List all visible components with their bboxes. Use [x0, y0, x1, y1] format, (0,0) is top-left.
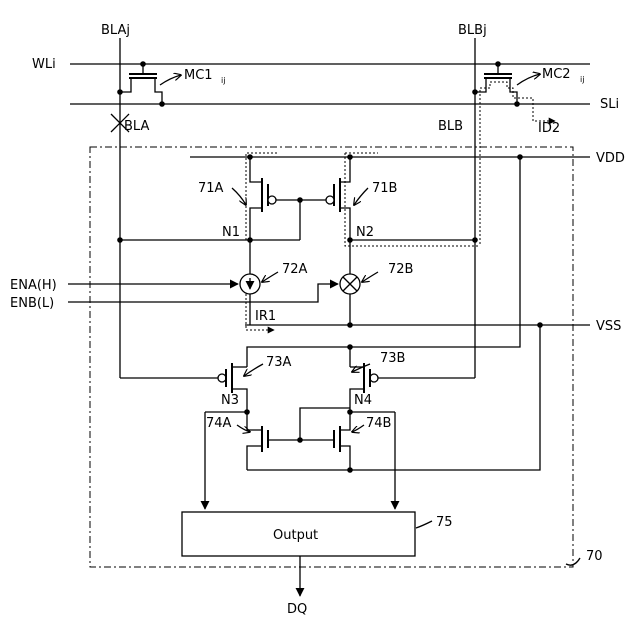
ir1-label: IR1	[255, 309, 276, 324]
memory-array	[70, 38, 590, 378]
output-ref-label: 75	[436, 515, 453, 530]
node-n4-label: N4	[354, 393, 372, 408]
dq-label: DQ	[287, 602, 307, 617]
transistor-71a	[247, 154, 332, 240]
ena-label: ENA(H)	[10, 278, 57, 293]
t74b-label: 74B	[366, 416, 391, 431]
id2-label: ID2	[538, 121, 560, 136]
transistor-74b	[300, 412, 350, 470]
memory-cell-mc2	[472, 61, 540, 107]
source-line-label: SLi	[600, 97, 619, 112]
block-70-boundary	[90, 147, 573, 567]
transistor-74a	[247, 412, 300, 470]
bla-label: BLA	[124, 119, 149, 134]
t73b-label: 73B	[380, 351, 405, 366]
blb-label: BLB	[438, 119, 463, 134]
mc1-subscript: ij	[221, 76, 225, 85]
node-n3-label: N3	[221, 393, 239, 408]
switch-72a	[68, 240, 260, 325]
word-line-label: WLi	[32, 57, 56, 72]
output-block-label: Output	[273, 528, 318, 543]
t73a-label: 73A	[266, 355, 292, 370]
enb-input-wire	[68, 284, 338, 302]
switch-72b	[68, 274, 360, 302]
t71a-label: 71A	[198, 181, 224, 196]
node-n2-label: N2	[356, 225, 374, 240]
memory-cell-mc1	[117, 61, 181, 107]
mc1-label: MC1	[184, 68, 213, 83]
cross-gate-wire	[300, 408, 350, 440]
enb-label: ENB(L)	[10, 296, 54, 311]
vdd-label: VDD	[596, 151, 625, 166]
t74a-label: 74A	[206, 416, 232, 431]
node-n1-label: N1	[222, 225, 240, 240]
s72a-label: 72A	[282, 262, 308, 277]
t71b-label: 71B	[372, 181, 397, 196]
vss-label: VSS	[596, 319, 621, 334]
s72b-label: 72B	[388, 262, 413, 277]
mc2-label: MC2	[542, 67, 571, 82]
mc2-subscript: ij	[580, 75, 584, 84]
blb-j-label: BLBj	[458, 23, 487, 38]
bla-j-label: BLAj	[101, 23, 130, 38]
block-ref-label: 70	[586, 549, 603, 564]
